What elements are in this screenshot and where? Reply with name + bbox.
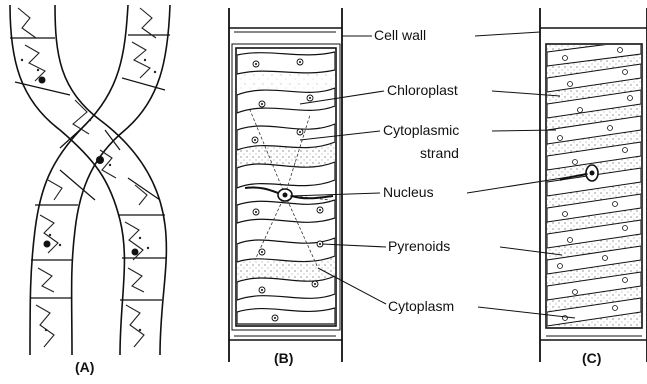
label-cytoplasmic-strand-line1: Cytoplasmic [383,122,459,138]
label-cytoplasm: Cytoplasm [388,298,454,314]
caption-c: (C) [582,350,601,366]
label-chloroplast: Chloroplast [387,82,458,98]
caption-b: (B) [274,350,293,366]
label-cell-wall: Cell wall [374,27,426,43]
label-nucleus: Nucleus [383,184,434,200]
label-cytoplasmic-strand-line2: strand [420,145,459,161]
panel-c-cell [540,8,647,362]
caption-a: (A) [75,359,94,375]
panel-a-filaments [10,5,170,355]
panel-b-cell [229,8,342,362]
label-pyrenoids: Pyrenoids [388,238,450,254]
